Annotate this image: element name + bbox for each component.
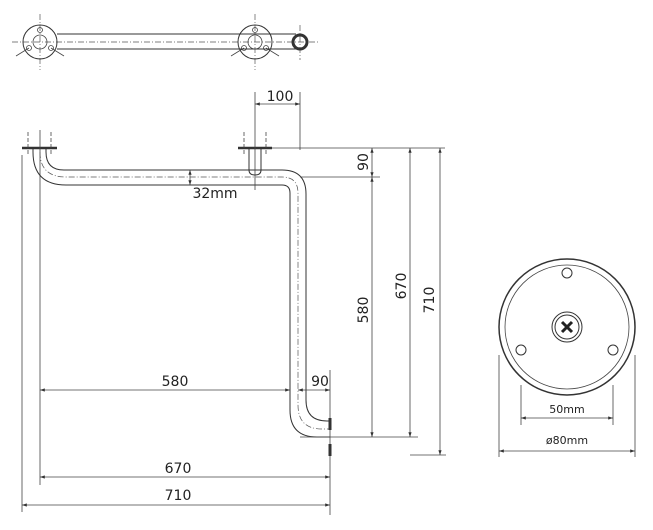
dim-offset-top: 100 <box>267 89 294 105</box>
dim-drop-top: 90 <box>356 153 372 171</box>
flange-front-view: 50mm ø80mm <box>498 258 636 457</box>
right-flange-top <box>237 24 273 60</box>
dim-horizontal-580: 580 <box>162 374 189 390</box>
screw-icon <box>560 320 574 334</box>
side-view: 100 90 580 670 710 32mm 580 90 670 710 <box>21 89 446 515</box>
left-flange-top <box>22 24 58 60</box>
dim-flange-diameter: ø80mm <box>546 434 588 447</box>
mounting-hole <box>607 344 619 356</box>
tube-end-section <box>291 33 309 51</box>
dim-vertical-710: 710 <box>422 287 438 314</box>
dim-horizontal-670: 670 <box>165 461 192 477</box>
dim-horizontal-90: 90 <box>311 374 329 390</box>
dim-hole-spacing: 50mm <box>549 403 584 416</box>
grab-bar-tube <box>32 149 330 438</box>
dim-vertical-580: 580 <box>356 297 372 324</box>
mounting-hole <box>515 344 527 356</box>
top-view <box>12 14 318 70</box>
dim-horizontal-710: 710 <box>165 488 192 504</box>
dim-tube-diameter: 32mm <box>192 186 237 202</box>
mounting-hole <box>561 267 573 279</box>
dim-vertical-670: 670 <box>394 273 410 300</box>
